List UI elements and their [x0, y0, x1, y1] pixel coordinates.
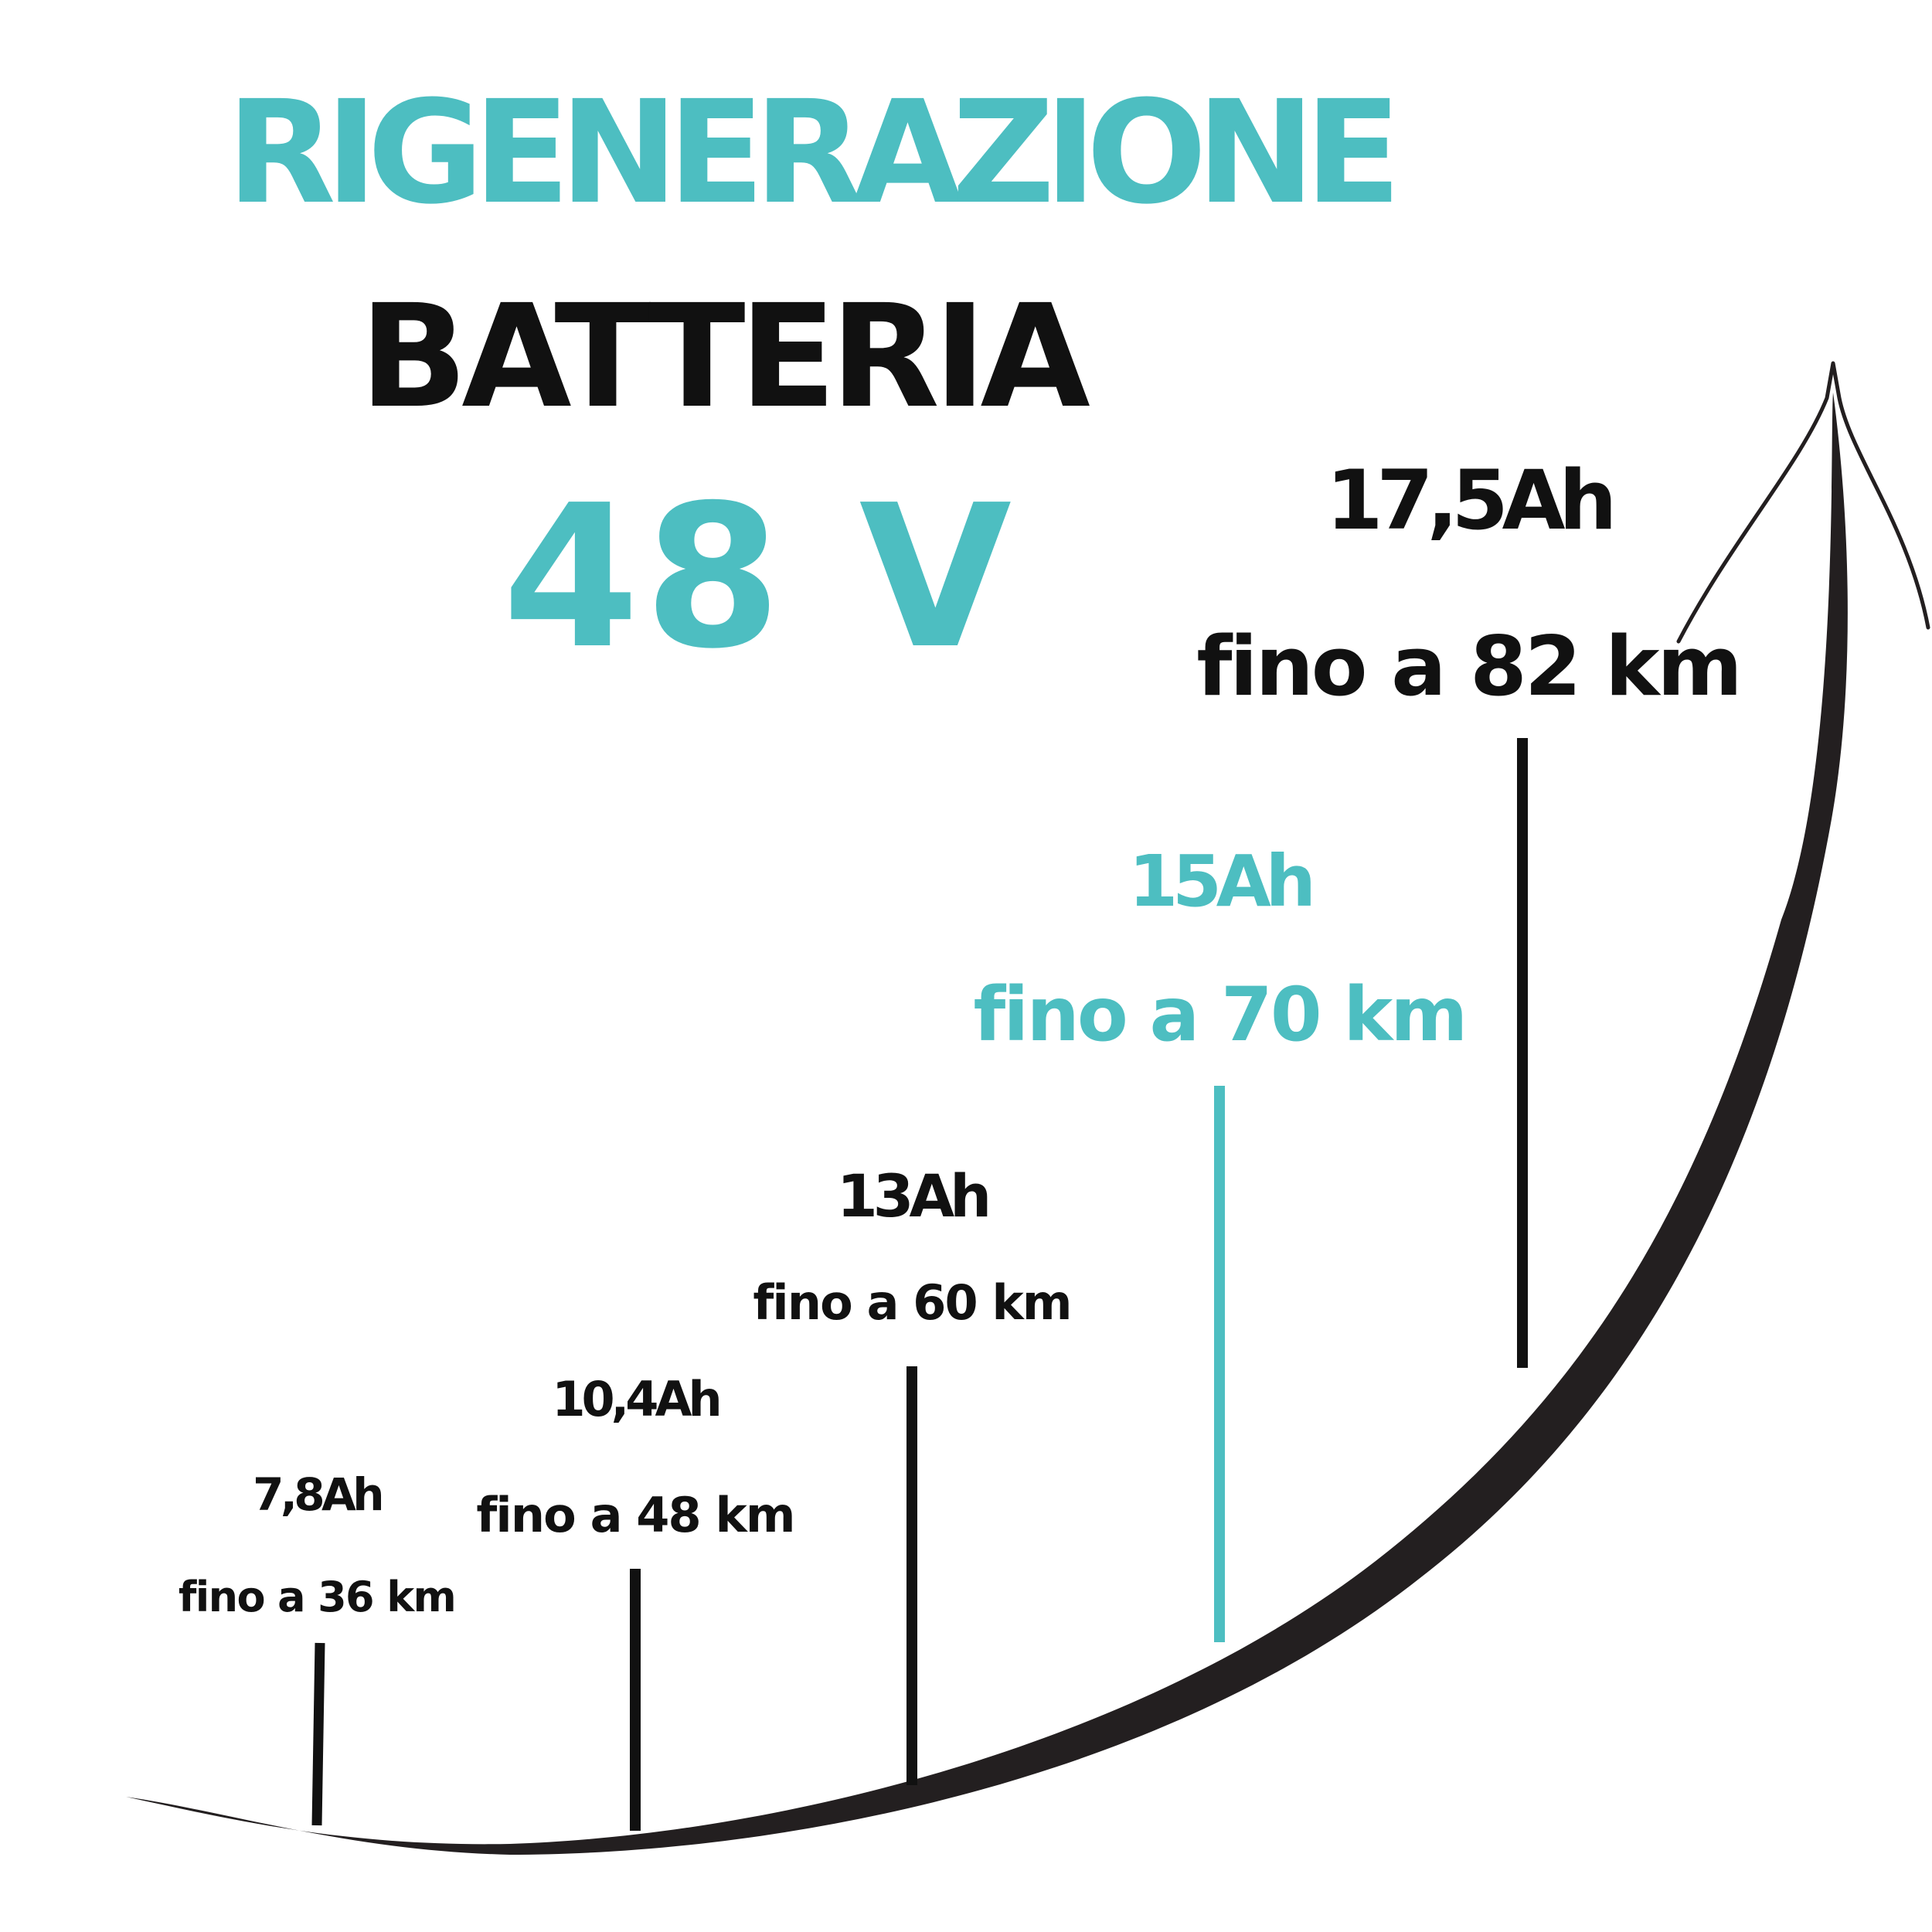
title-batteria: BATTERIA [359, 274, 1090, 440]
level-bar [311, 1642, 325, 1826]
arrow-head [1676, 361, 1930, 644]
range-label: fino a 70 km [973, 971, 1468, 1058]
capacity-label: 17,5Ah [1325, 453, 1617, 548]
capacity-label: 7,8Ah [253, 1468, 384, 1521]
range-label: fino a 60 km [753, 1274, 1072, 1331]
capacity-label: 10,4Ah [552, 1371, 722, 1427]
capacity-label: 13Ah [836, 1162, 992, 1230]
range-label: fino a 36 km [178, 1573, 457, 1621]
title-rigenerazione: RIGENERAZIONE [226, 70, 1402, 236]
range-label: fino a 48 km [476, 1487, 795, 1543]
range-label: fino a 82 km [1196, 619, 1742, 714]
capacity-label: 15Ah [1128, 840, 1316, 923]
title-voltage: 48 V [502, 463, 1016, 692]
